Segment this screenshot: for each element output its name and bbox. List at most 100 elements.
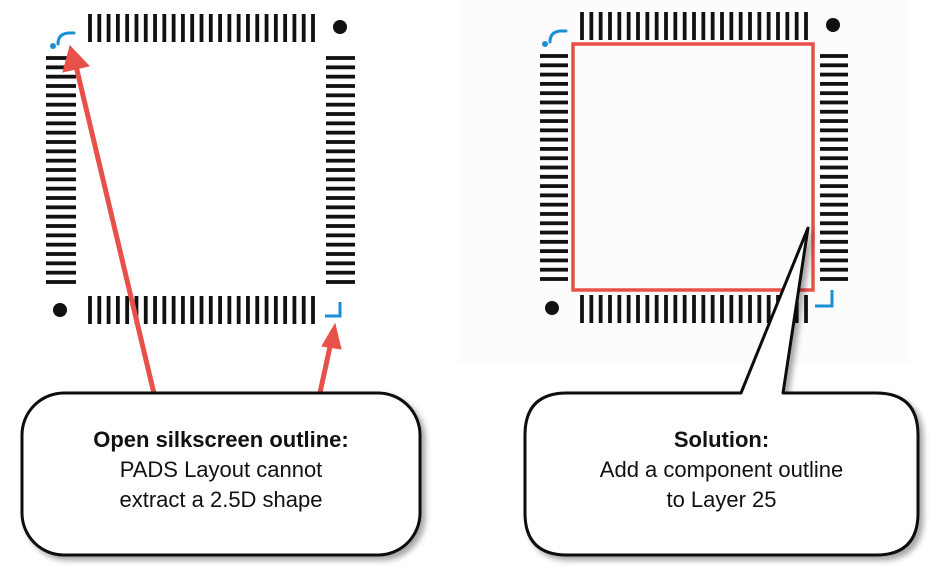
pin1-marker-dot [50,43,56,49]
pin [738,295,743,323]
pin [46,102,76,107]
pin [820,193,848,198]
pin [820,81,848,86]
pin [227,296,232,324]
open-silkscreen-corner-top-left [548,29,568,44]
pin [97,296,102,324]
pin [540,128,568,133]
pin [540,230,568,235]
pin [46,224,76,228]
pin [540,174,568,179]
pin [738,12,743,40]
pin [46,168,76,172]
pin [540,165,568,170]
pin [645,295,650,323]
pin [326,280,355,284]
pin [134,14,139,42]
pin [326,261,355,266]
pin [115,14,120,42]
pin [46,158,76,163]
pin [236,14,241,42]
pin [199,14,204,42]
pin [208,296,213,324]
callout-line: to Layer 25 [666,487,777,512]
pin [255,296,260,324]
pin [88,14,92,42]
pin [820,202,848,207]
pin [125,296,130,324]
pin [218,296,222,324]
pin [710,295,715,323]
left-callout-bubble [20,391,422,557]
corner-dot [53,303,67,317]
pin [326,270,355,275]
right-callout-text: Solution: Add a component outline to Lay… [525,425,918,515]
pin [540,119,568,123]
pin [326,177,355,182]
pin [326,252,355,256]
pin [820,277,848,281]
pin [171,296,176,324]
pin [46,149,76,154]
pin [820,174,848,179]
pin [748,12,752,40]
pin [246,296,250,324]
pin [645,12,650,40]
pin [636,12,640,40]
pin [682,295,687,323]
pin [804,295,808,323]
pin [326,130,355,135]
pin [720,12,724,40]
corner-dot [826,18,840,32]
pin [776,12,780,40]
pin [540,249,568,254]
open-silkscreen-corner-bottom-right [815,290,834,308]
pin [820,100,848,105]
pin [190,14,195,42]
pin [326,242,355,247]
pin [540,212,568,216]
pin [171,14,176,42]
pin [162,14,167,42]
pin [46,121,76,126]
pin [654,12,659,40]
pin [820,128,848,133]
pin [46,74,76,79]
pin [580,12,584,40]
pin [326,214,355,219]
pin [540,137,568,142]
pin [729,295,734,323]
pin [326,74,355,79]
left-callout-text: Open silkscreen outline: PADS Layout can… [22,425,420,515]
pin [820,221,848,226]
pin [626,295,631,323]
pin [153,296,157,324]
pin [46,140,76,144]
pin [326,224,355,228]
pin [292,14,297,42]
pin [540,147,568,151]
pin [820,109,848,114]
callout-title: Solution: [673,427,770,452]
pin [766,295,771,323]
pin [720,295,724,323]
pin [181,14,185,42]
pin [46,205,76,210]
pin [326,56,355,60]
pin [820,249,848,254]
pin [46,112,76,116]
pin [326,186,355,191]
pin [626,12,631,40]
callout-line: Add a component outline [599,457,844,482]
pin [283,14,288,42]
pin [757,295,762,323]
pin [283,296,288,324]
pin [46,186,76,191]
pin [97,14,102,42]
pin [540,100,568,105]
pin [255,14,260,42]
pin [820,147,848,151]
corner-dot [545,301,559,315]
pin [766,12,771,40]
